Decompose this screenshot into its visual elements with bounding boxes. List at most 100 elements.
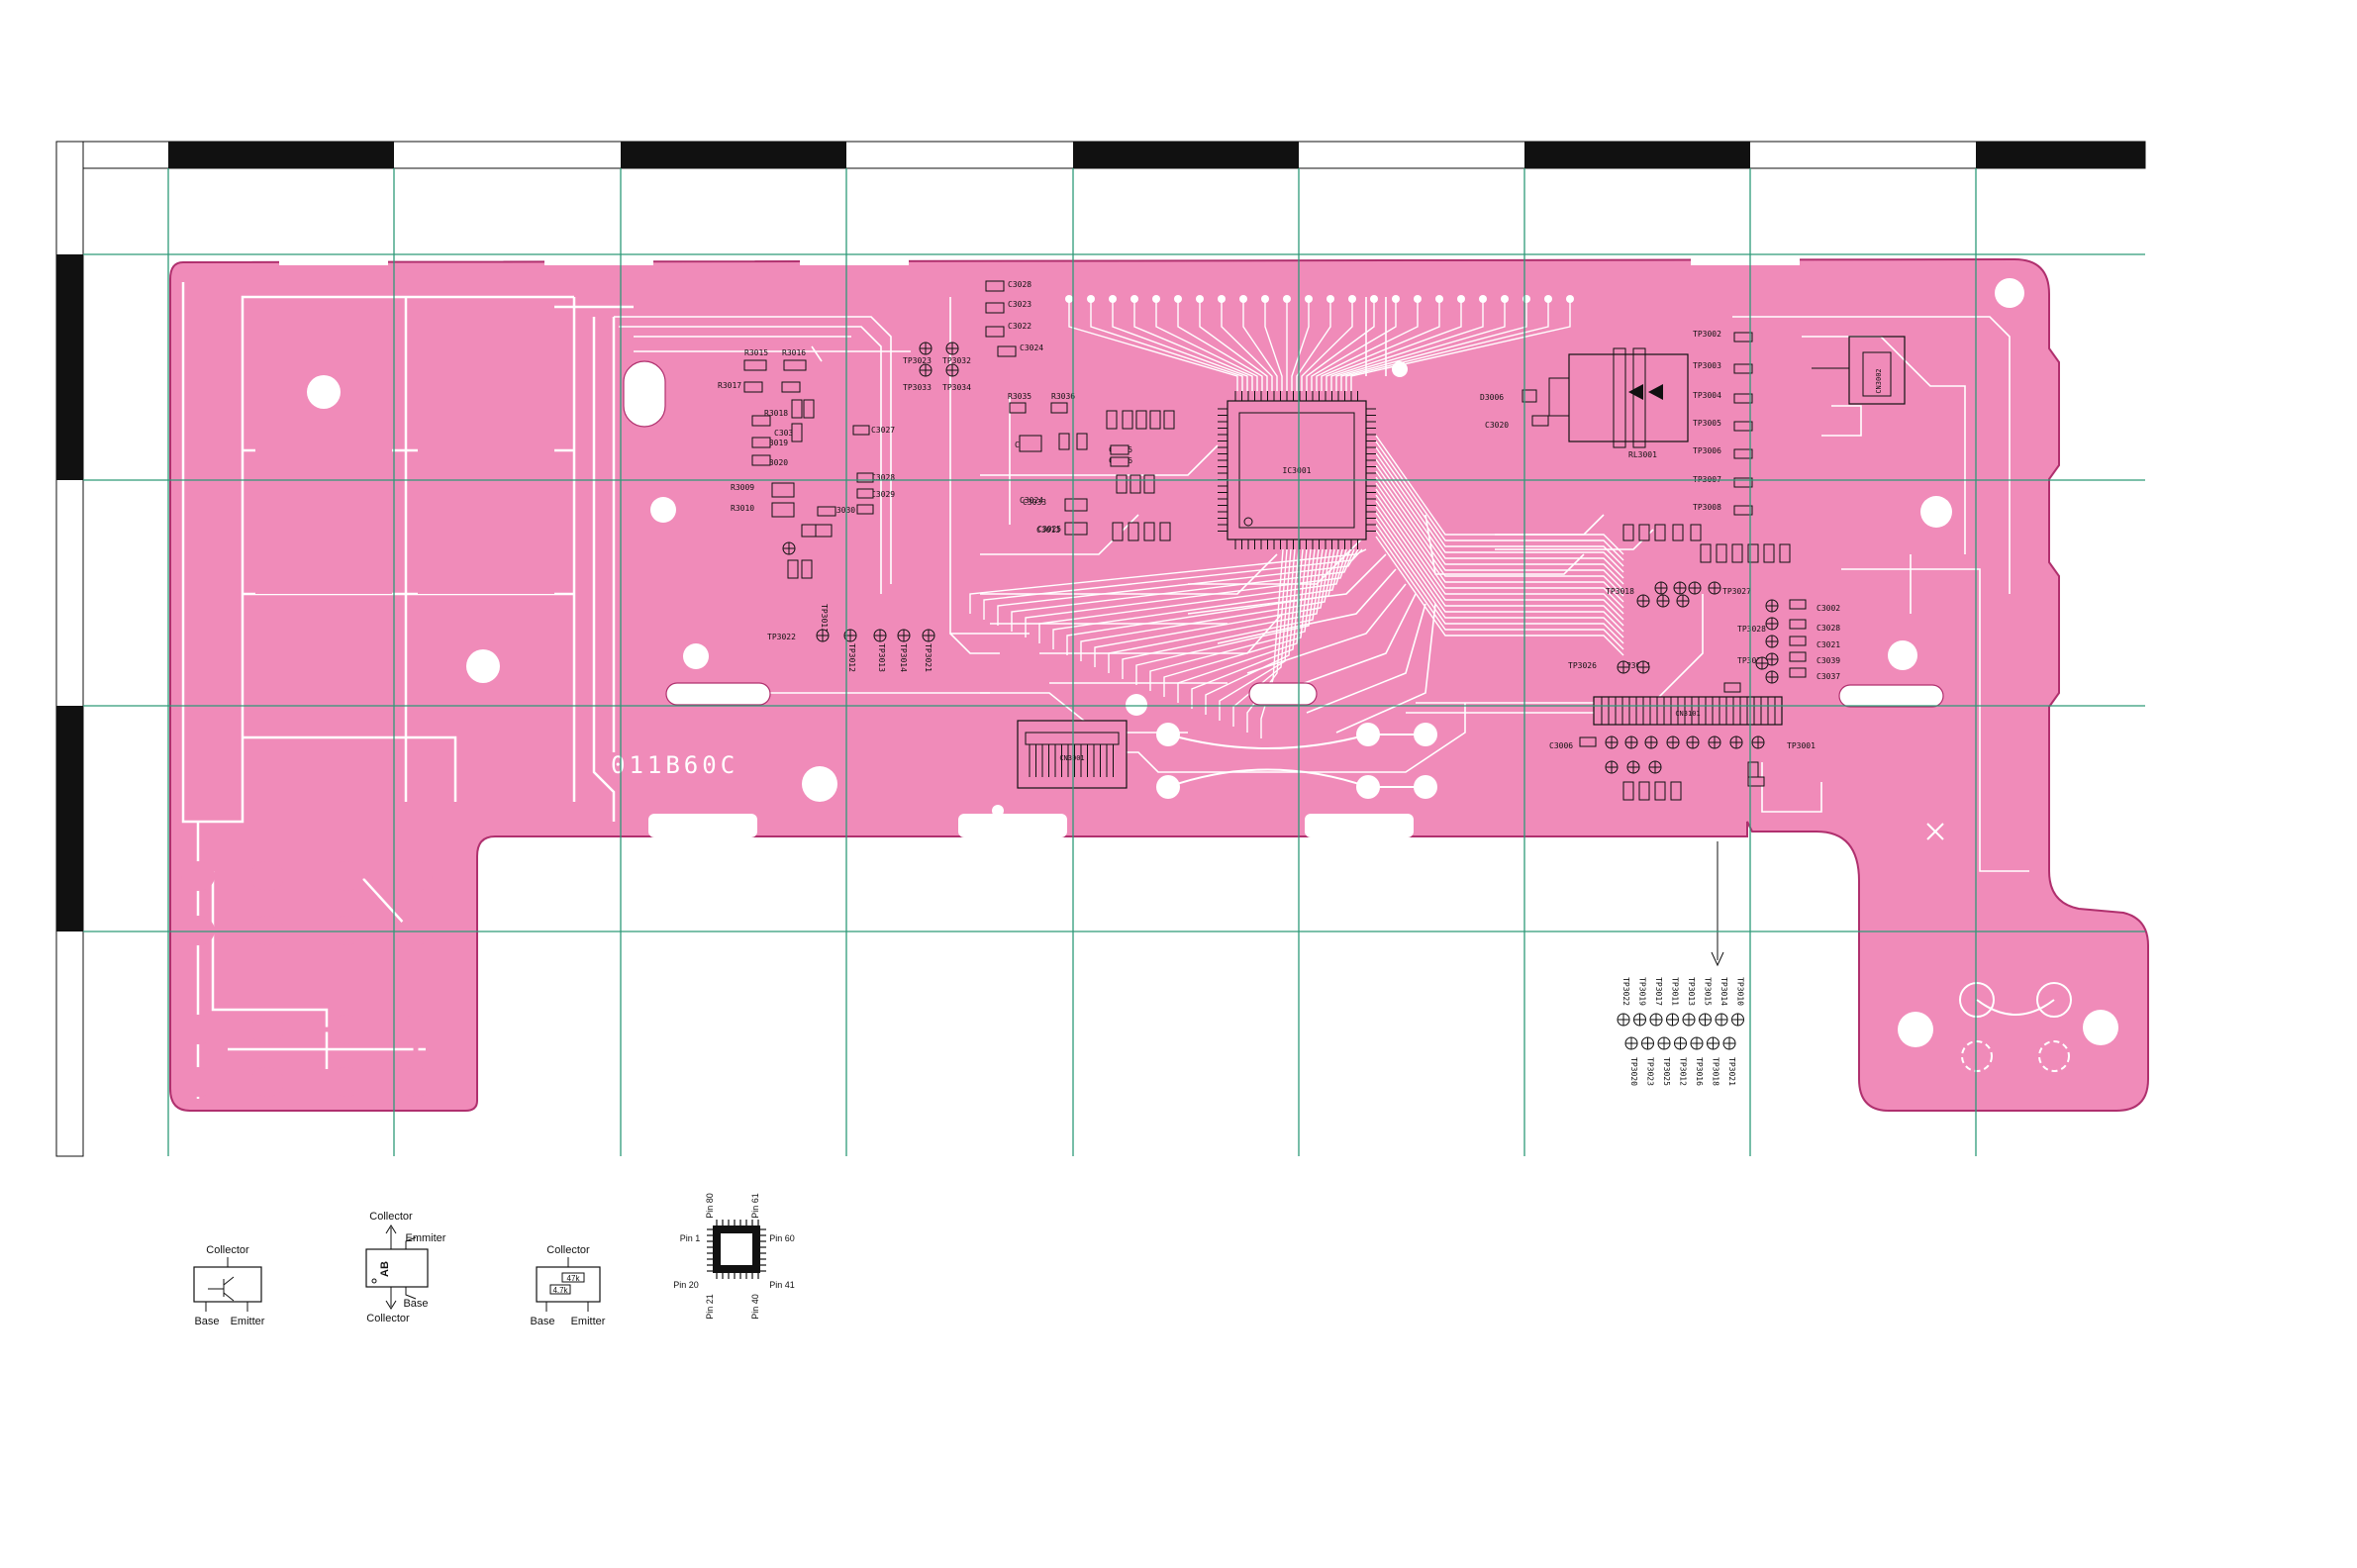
- label-c3028-r: C3028: [1817, 624, 1840, 633]
- smd-part: [815, 524, 833, 538]
- smd-part: [1672, 524, 1684, 541]
- legend-qfp: Pin 1 Pin 20 Pin 21 Pin 40 Pin 41 Pin 60…: [673, 1193, 795, 1320]
- smd-part: [1733, 505, 1753, 516]
- label-r3017: R3017: [718, 381, 741, 390]
- tp-list-label: TP3021: [1727, 1057, 1736, 1086]
- test-point-cross: [783, 542, 795, 554]
- smd-part: [985, 326, 1005, 338]
- legend-transistor-1: Collector Base Emitter: [193, 1244, 265, 1327]
- qfp-pin1: Pin 1: [680, 1233, 701, 1243]
- smd-part: [1733, 421, 1753, 432]
- smd-part: [1019, 435, 1042, 452]
- fan-trace: [1112, 297, 1248, 391]
- test-point-cross: [920, 364, 932, 376]
- test-point-cross: [1766, 671, 1778, 683]
- fan-via: [1218, 295, 1226, 303]
- fan-via: [1174, 295, 1182, 303]
- smd-part: [1747, 776, 1765, 787]
- tp-list-label: TP3023: [1646, 1057, 1655, 1086]
- fan-trace: [1242, 297, 1278, 391]
- smd-part: [1163, 410, 1175, 430]
- smd-part: [1690, 524, 1702, 541]
- label-c3021: C3021: [1817, 640, 1840, 649]
- smd-part: [1731, 543, 1743, 563]
- fan-via: [1196, 295, 1204, 303]
- qfp-pin80: Pin 80: [705, 1193, 715, 1219]
- legend3-collector: Collector: [546, 1244, 590, 1256]
- tp-list-cross: [1650, 1014, 1662, 1026]
- smd-part: [1747, 543, 1759, 563]
- fan-trace: [997, 548, 1359, 626]
- smd-part: [1654, 781, 1666, 801]
- legend3-r1: 47k: [567, 1274, 581, 1283]
- fan-via: [1479, 295, 1487, 303]
- label-tp3034: TP3034: [942, 383, 971, 392]
- right-caps: C3002 C3028 C3021 C3039 C3037: [1817, 604, 1840, 681]
- test-point-cross: [923, 630, 934, 641]
- key-pad-holes: [307, 278, 2118, 1047]
- smd-part: [1064, 522, 1088, 536]
- key-pads: [255, 346, 554, 812]
- test-point-cross: [1606, 761, 1618, 773]
- tp-list-label: TP3010: [1736, 977, 1745, 1006]
- frame-ruler: [55, 141, 2146, 1157]
- smd-part: [801, 559, 813, 579]
- fan-via: [1457, 295, 1465, 303]
- label-c3024-top: C3024: [1020, 343, 1043, 352]
- smd-part: [1622, 781, 1634, 801]
- smd-part: [1733, 393, 1753, 404]
- smd-part: [997, 345, 1017, 357]
- legend3-emitter: Emitter: [571, 1316, 606, 1327]
- tp-list-label: TP3014: [1719, 977, 1728, 1006]
- routing-traces: [614, 297, 2029, 872]
- fan-traces: [969, 295, 1624, 738]
- label-r3018: R3018: [764, 409, 788, 418]
- fan-trace: [1135, 548, 1320, 685]
- fan-trace: [1350, 297, 1571, 391]
- fan-via: [1348, 295, 1356, 303]
- fan-trace: [1345, 297, 1549, 391]
- smd-part: [1763, 543, 1775, 563]
- smd-part: [1670, 781, 1682, 801]
- test-point-cross: [1766, 600, 1778, 612]
- test-point-cross: [1709, 736, 1720, 748]
- smd-part: [791, 423, 803, 442]
- relay-block: RL3001: [1548, 347, 1689, 459]
- bottom-pads: [1156, 723, 1437, 799]
- label-d3006: D3006: [1480, 393, 1504, 402]
- fan-via: [1435, 295, 1443, 303]
- test-point-cross: [1645, 736, 1657, 748]
- label-tp3006: TP3006: [1693, 446, 1721, 455]
- test-point-cross: [1606, 736, 1618, 748]
- fan-trace: [1264, 297, 1283, 391]
- smd-part: [1733, 477, 1753, 488]
- smd-part: [1106, 410, 1118, 430]
- legend2-collector-bottom: Collector: [366, 1313, 410, 1324]
- label-tp3005: TP3005: [1693, 419, 1721, 428]
- label-tp3022-b: TP3022: [767, 633, 796, 641]
- smd-part: [1779, 543, 1791, 563]
- fan-trace: [1094, 548, 1331, 667]
- smd-part: [781, 381, 801, 393]
- qfp-pin21: Pin 21: [705, 1294, 715, 1320]
- fan-trace: [1340, 297, 1527, 391]
- smd-part: [791, 399, 803, 419]
- fan-trace: [1311, 297, 1397, 391]
- tp-list-cross: [1633, 1014, 1646, 1026]
- tp-list-cross: [1658, 1037, 1670, 1049]
- smd-part: [856, 472, 874, 483]
- smd-part: [1522, 389, 1537, 403]
- smd-part: [1789, 636, 1807, 646]
- smd-part: [856, 488, 874, 499]
- qfp-pin60: Pin 60: [769, 1233, 795, 1243]
- smd-part: [1159, 522, 1171, 541]
- label-r3019: R3019: [764, 439, 788, 447]
- fan-trace: [1068, 297, 1238, 391]
- fan-trace: [1330, 297, 1484, 391]
- tp-list-cross: [1625, 1037, 1637, 1049]
- tp-list-label: TP3012: [1679, 1057, 1688, 1086]
- test-point-cross: [1655, 582, 1667, 594]
- fan-trace: [1108, 548, 1327, 673]
- label-tp3033: TP3033: [903, 383, 932, 392]
- legend2-emitter: Emmiter: [406, 1232, 446, 1244]
